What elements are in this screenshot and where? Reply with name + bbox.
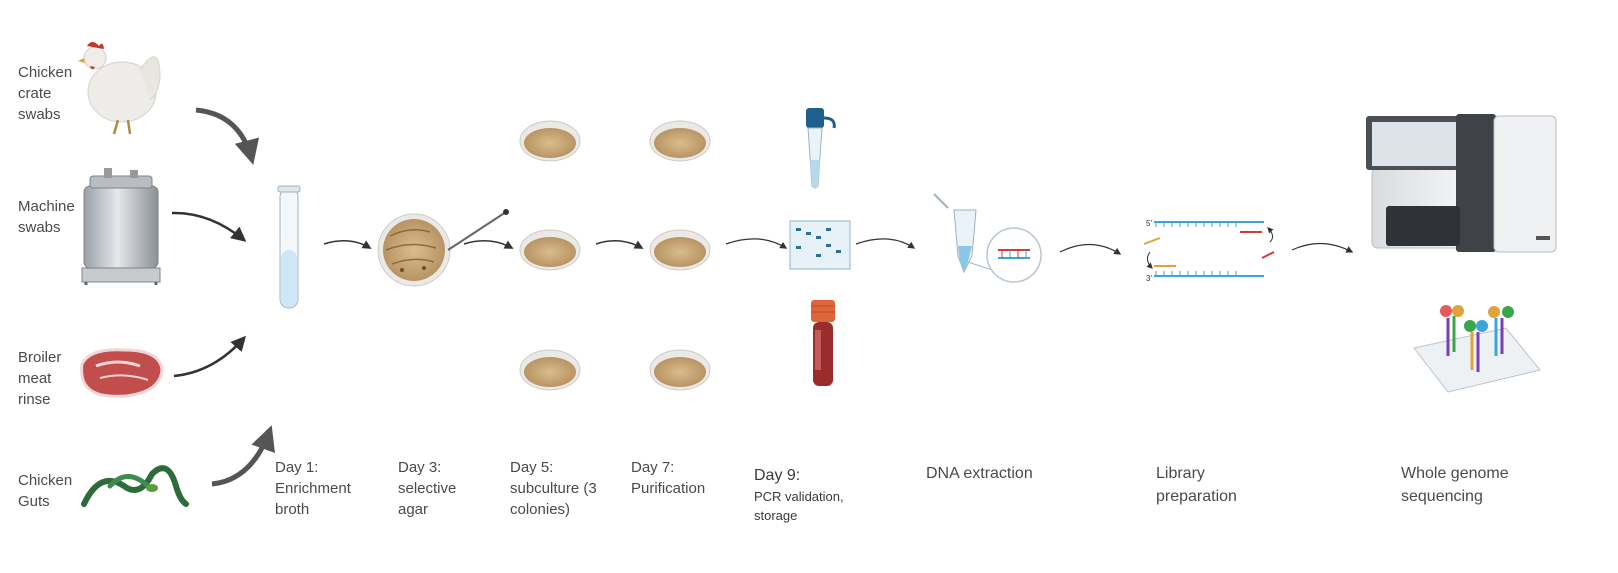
arrow-machine-to-tube xyxy=(171,211,247,242)
blood-tube-icon xyxy=(811,300,835,386)
purification-plates xyxy=(649,120,711,391)
arrow-guts-to-tube xyxy=(211,425,275,487)
sequencer-machine-icon xyxy=(1366,114,1557,253)
agar-plate-icon xyxy=(377,209,509,287)
petri-dish-icon xyxy=(519,349,581,391)
gel-electrophoresis-icon xyxy=(789,220,851,270)
petri-dish-icon xyxy=(649,120,711,162)
test-tube-icon xyxy=(277,185,301,309)
step-label-dna-extraction: DNA extraction xyxy=(926,465,1033,482)
step-day9-line2: PCR validation, xyxy=(754,489,844,504)
arrow-tube-to-agar xyxy=(323,240,372,249)
dna-zoom-icon xyxy=(967,227,1042,283)
arrow-library-to-sequencing xyxy=(1291,242,1354,253)
microtube-icon xyxy=(806,108,836,189)
petri-dish-icon xyxy=(519,120,581,162)
steel-tank-icon xyxy=(81,168,161,285)
subculture-plates xyxy=(519,120,581,391)
intestine-icon xyxy=(81,465,189,507)
chicken-icon xyxy=(78,42,161,135)
eppendorf-tube-icon xyxy=(933,193,977,274)
meat-icon xyxy=(80,348,164,398)
step-label-day7: Day 7:Purification xyxy=(631,459,706,497)
svg-text:3': 3' xyxy=(1146,274,1152,283)
flow-cell-icon xyxy=(1413,305,1541,393)
step-day9-line3: storage xyxy=(754,508,798,523)
petri-dish-icon xyxy=(649,229,711,271)
arrow-purification-to-pcr xyxy=(725,238,788,249)
arrow-chicken-to-tube xyxy=(195,107,260,165)
petri-dish-icon xyxy=(519,229,581,271)
step-day9-title: Day 9: xyxy=(754,467,801,484)
arrow-meat-to-tube xyxy=(173,335,246,378)
petri-dish-icon xyxy=(649,349,711,391)
library-prep-icon: 5' 3' xyxy=(1143,219,1275,283)
arrow-pcr-to-dna xyxy=(855,238,916,249)
arrow-dna-to-library xyxy=(1059,243,1122,255)
step-label-day9: Day 9: PCR validation, storage xyxy=(754,465,844,525)
arrow-agar-to-subculture xyxy=(463,240,514,249)
arrow-subculture-to-purification xyxy=(595,240,644,249)
svg-text:5': 5' xyxy=(1146,219,1152,228)
